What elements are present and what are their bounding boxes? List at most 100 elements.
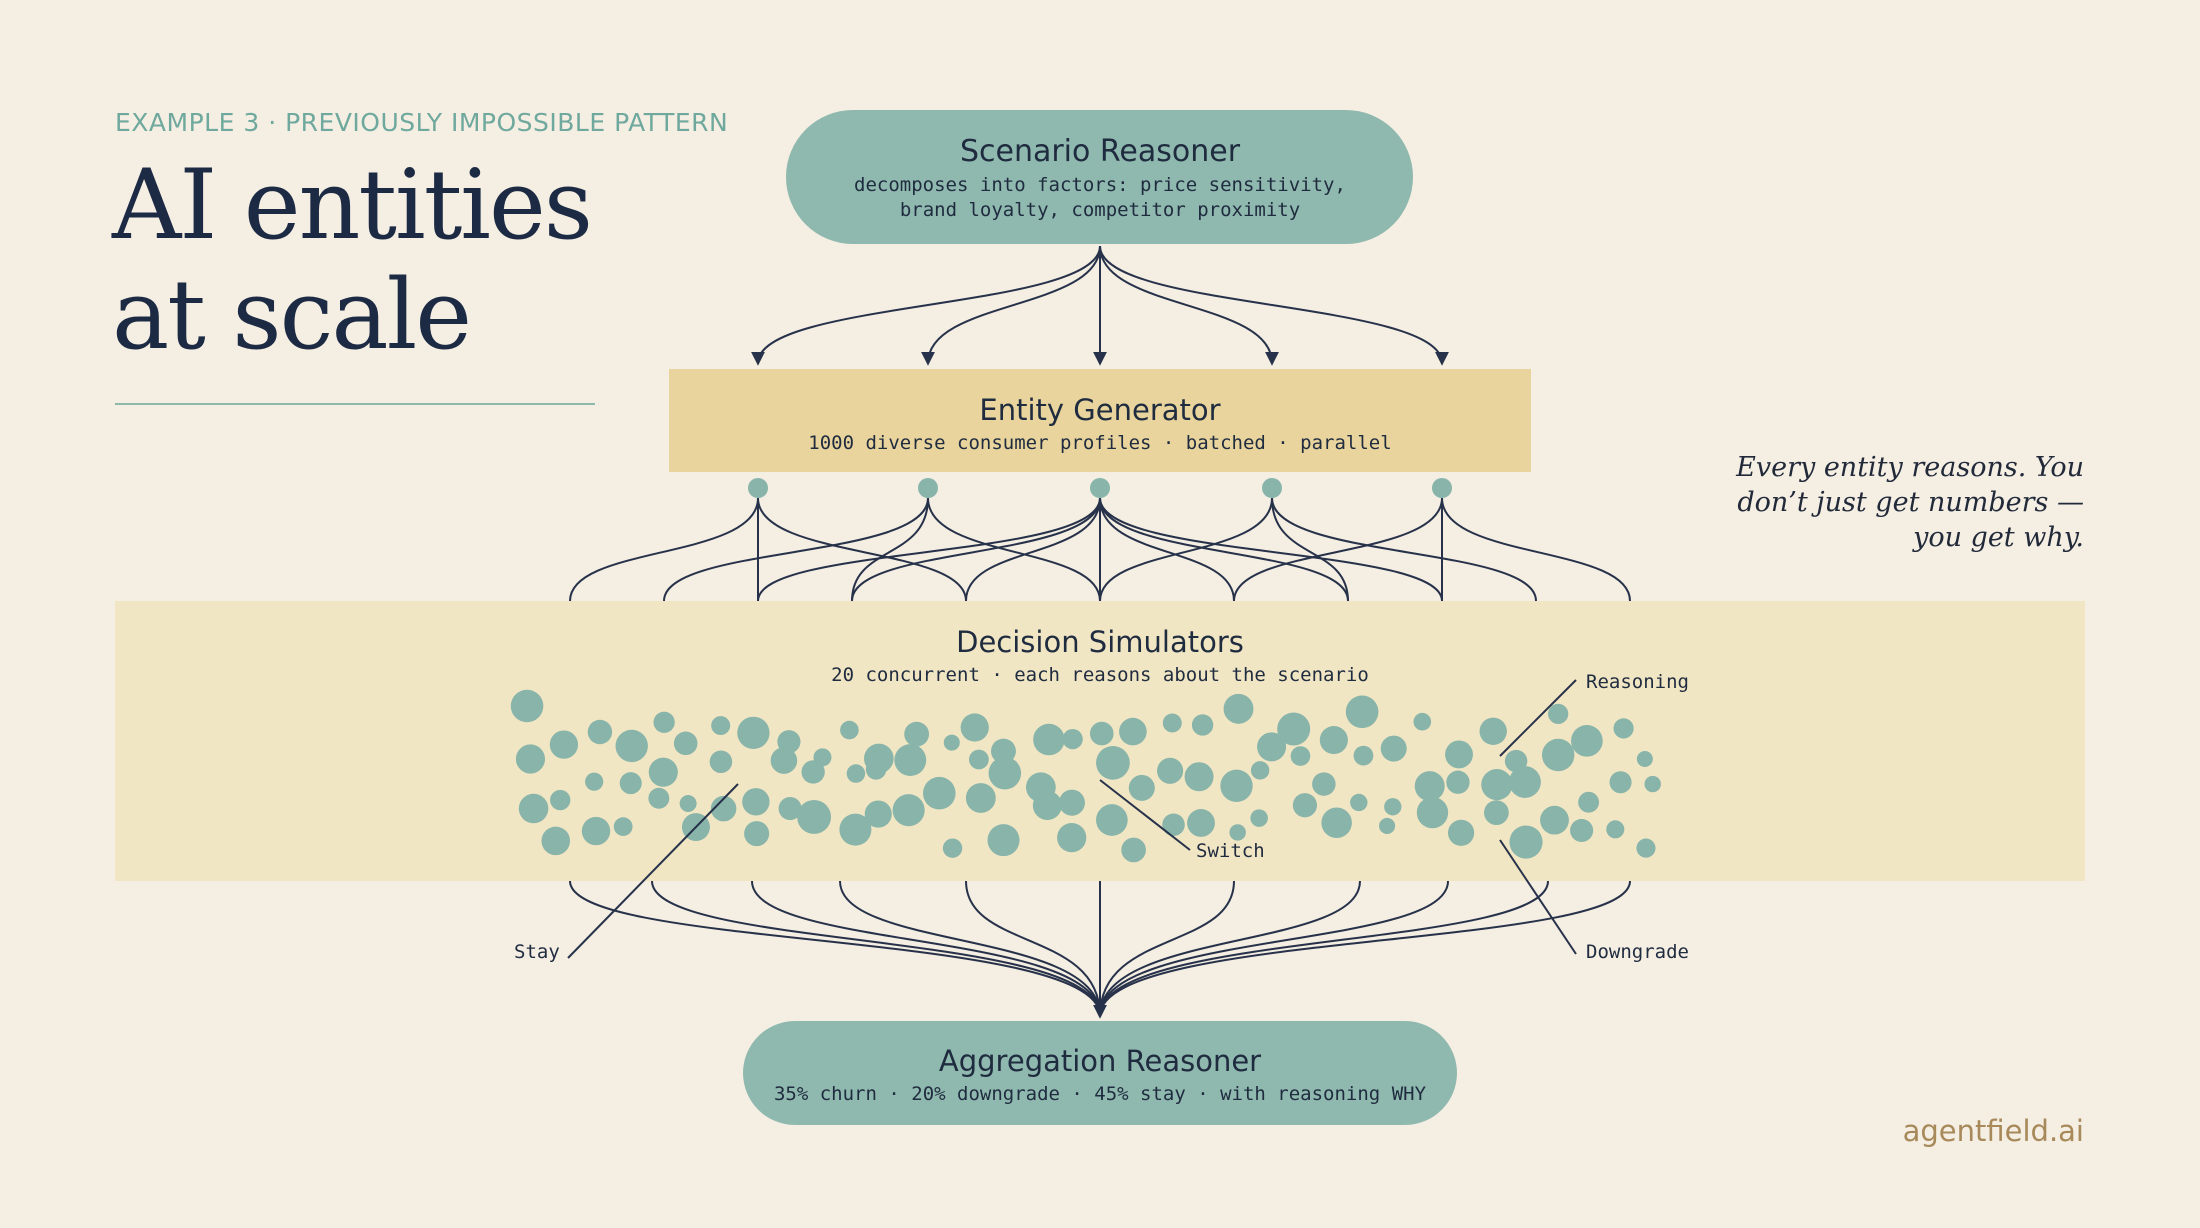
- simulator-entity-dot: [709, 750, 733, 774]
- generator-to-simulator-line: [927, 497, 1101, 602]
- simulator-entity-dot: [797, 799, 832, 834]
- simulator-entity-dot: [1606, 820, 1625, 839]
- generator-to-simulator-line: [1099, 497, 1443, 602]
- scenario-reasoner-pill: [786, 110, 1413, 244]
- simulator-to-aggregation-line: [1099, 880, 1235, 1017]
- simulator-entity-dot: [1184, 762, 1214, 792]
- simulator-to-aggregation-line: [839, 880, 1101, 1017]
- simulator-entity-dot: [1277, 712, 1311, 746]
- simulator-entity-dot: [1220, 769, 1253, 802]
- label-downgrade: Downgrade: [1586, 941, 1689, 963]
- tagline-line2: don’t just get numbers —: [1737, 487, 2084, 518]
- simulator-entity-dot: [1353, 745, 1374, 766]
- generator-to-simulator-line: [569, 497, 759, 602]
- generator-to-simulator-line: [1233, 497, 1443, 602]
- simulator-entity-dot: [1250, 809, 1268, 827]
- simulator-entity-dot: [865, 759, 887, 780]
- simulator-entity-dot: [744, 821, 770, 847]
- simulator-entity-dot: [587, 719, 613, 745]
- simulator-entity-dot: [515, 744, 546, 774]
- simulator-entity-dot: [1319, 725, 1348, 755]
- simulator-entity-dot: [1062, 729, 1083, 750]
- scenario-to-generator-arrow: [1099, 245, 1279, 366]
- simulator-entity-dot: [904, 721, 930, 747]
- simulator-entity-dot: [1250, 761, 1270, 780]
- simulator-entity-dot: [679, 795, 697, 813]
- simulator-to-aggregation-line: [1099, 880, 1631, 1017]
- simulator-entity-dot: [942, 838, 963, 858]
- generator-to-simulator-line: [851, 497, 1101, 602]
- simulator-to-aggregation-line: [965, 880, 1101, 1017]
- tagline-line3: you get why.: [1913, 522, 2084, 553]
- simulator-entity-dot: [673, 731, 698, 756]
- callout-switch-line: [1099, 779, 1191, 851]
- simulator-to-aggregation-line: [1099, 880, 1549, 1017]
- simulator-entity-dots: [510, 689, 1661, 863]
- simulator-entity-dot: [711, 716, 731, 736]
- simulator-entity-dot: [585, 772, 604, 791]
- simulator-entity-dot: [943, 734, 960, 751]
- simulator-entity-dot: [1380, 735, 1407, 762]
- simulator-entity-dot: [1257, 732, 1287, 762]
- simulator-entity-dot: [990, 738, 1016, 764]
- simulator-entity-dot: [710, 795, 737, 822]
- simulator-entity-dot: [1229, 824, 1246, 841]
- page-title: AI entities at scale: [112, 150, 712, 370]
- simulator-entity-dot: [965, 783, 996, 813]
- generator-output-nodes: [748, 478, 1452, 498]
- simulator-entity-dot: [1548, 703, 1569, 725]
- example-kicker: EXAMPLE 3 · PREVIOUSLY IMPOSSIBLE PATTER…: [115, 108, 729, 137]
- generator-to-simulator-line: [965, 497, 1101, 602]
- simulator-entity-dot: [1089, 721, 1114, 746]
- callout-stay-line: [567, 783, 739, 959]
- simulator-entity-dot: [1290, 746, 1311, 766]
- label-reasoning: Reasoning: [1586, 671, 1689, 693]
- simulator-entity-dot: [613, 817, 633, 836]
- aggregation-reasoner-pill: [743, 1021, 1457, 1125]
- simulator-entity-dot: [801, 760, 825, 784]
- generator-to-simulator-line: [757, 497, 967, 602]
- simulator-to-aggregation-line: [651, 880, 1101, 1017]
- simulator-entity-dot: [1541, 738, 1575, 772]
- simulator-entity-dot: [1321, 807, 1352, 839]
- callout-lines: [567, 679, 1577, 959]
- scenario-to-generator-arrow: [751, 245, 1101, 366]
- page-title-line1: AI entities: [112, 149, 593, 261]
- simulator-entity-dot: [541, 826, 571, 856]
- simulator-entity-dot: [1509, 825, 1543, 859]
- simulator-entity-dot: [1414, 771, 1445, 802]
- decision-simulators-subtitle: 20 concurrent · each reasons about the s…: [831, 664, 1369, 686]
- simulator-entity-dot: [518, 793, 549, 824]
- page-title-line2: at scale: [112, 259, 472, 371]
- simulator-entity-dot: [778, 797, 802, 821]
- simulator-entity-dot: [1292, 793, 1318, 818]
- simulator-entity-dot: [619, 772, 642, 795]
- simulator-entity-dot: [1636, 750, 1653, 768]
- simulator-entity-dot: [922, 776, 956, 810]
- generator-output-node: [1432, 478, 1452, 498]
- entity-generator-box: [669, 369, 1531, 472]
- simulator-entity-dot: [1447, 819, 1475, 846]
- simulator-to-aggregation-line: [751, 880, 1101, 1017]
- simulator-entity-dot: [1609, 771, 1632, 794]
- simulator-entity-dot: [1033, 723, 1065, 756]
- simulator-to-aggregation-line: [1099, 880, 1361, 1017]
- simulator-entity-dot: [648, 787, 670, 809]
- brand-logo-text: agentfield.ai: [1902, 1114, 2084, 1148]
- simulator-entity-dot: [1119, 717, 1147, 746]
- generator-to-simulator-line: [1099, 497, 1273, 602]
- simulator-entity-dot: [1312, 772, 1336, 796]
- connector-lines: [569, 245, 1631, 1019]
- entity-generator-title: Entity Generator: [979, 393, 1220, 427]
- simulator-entity-dot: [510, 689, 544, 723]
- simulator-entity-dot: [1350, 793, 1368, 812]
- simulator-entity-dot: [1191, 714, 1214, 736]
- tagline-quote: Every entity reasons. You don’t just get…: [1644, 450, 2084, 555]
- tagline-line1: Every entity reasons. You: [1736, 452, 2084, 483]
- simulator-entity-dot: [987, 824, 1020, 857]
- generator-output-node: [918, 478, 938, 498]
- simulator-entity-dot: [770, 747, 798, 774]
- generator-to-simulator-line: [1271, 497, 1537, 602]
- simulator-entity-dot: [1636, 838, 1656, 858]
